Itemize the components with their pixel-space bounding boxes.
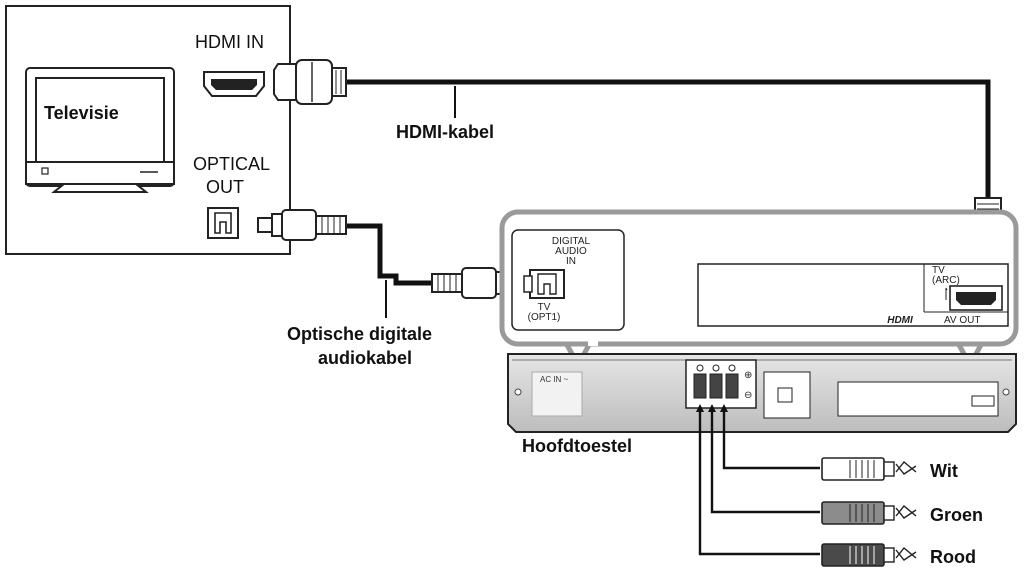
optical-cable-label-2: audiokabel — [318, 348, 412, 368]
enlarged-rear-panel: DIGITAL AUDIO IN TV (OPT1) TV (ARC) HDMI… — [499, 209, 1019, 368]
tv-arc-label-1: TV — [932, 265, 945, 276]
ac-in-label: AC IN ~ — [540, 375, 569, 384]
svg-text:⊖: ⊖ — [744, 390, 752, 401]
optical-cable-label-1: Optische digitale — [287, 324, 432, 344]
speaker-plug-white-icon — [821, 457, 917, 481]
optical-cable: Optische digitale audiokabel — [257, 209, 519, 368]
tv-arc-label-2: (ARC) — [932, 275, 960, 286]
speaker-terminals-icon: ⊕ ⊖ — [685, 359, 757, 409]
hdmi-plug-tv-icon — [273, 59, 347, 105]
tv-opt1-label-1: TV — [538, 302, 551, 313]
hdmi-cable-label: HDMI-kabel — [396, 122, 494, 142]
hdmi-av-out-port-icon — [945, 285, 1003, 311]
main-unit: AC IN ~ ⊕ ⊖ Hoofdtoestel — [507, 353, 1017, 456]
svg-text:⊕: ⊕ — [744, 370, 752, 381]
mini-digital-audio-module — [763, 371, 811, 419]
digital-audio-label-3: IN — [566, 256, 576, 267]
tv-name: Televisie — [44, 103, 119, 123]
digital-audio-in-module — [511, 229, 625, 331]
ac-in-area — [531, 371, 583, 417]
hdmi-in-label: HDMI IN — [195, 32, 264, 52]
optical-out-label-2: OUT — [206, 177, 244, 197]
tv-icon — [25, 67, 175, 193]
optical-in-port-icon — [523, 269, 565, 299]
optical-out-label-1: OPTICAL — [193, 154, 270, 174]
tv-section: Televisie HDMI IN OPTICAL OUT — [5, 5, 291, 255]
digital-audio-label-2: AUDIO — [555, 246, 587, 257]
digital-audio-label-1: DIGITAL — [552, 236, 591, 247]
hdmi-logo: HDMI — [887, 315, 913, 326]
wire-label-red: Rood — [930, 547, 976, 567]
hdmi-cable: HDMI-kabel — [273, 59, 1011, 275]
hdmi-in-port-icon — [203, 71, 265, 97]
wire-label-green: Groen — [930, 505, 983, 525]
av-out-label: AV OUT — [944, 315, 980, 326]
speaker-plug-red-icon — [821, 543, 917, 567]
main-unit-label: Hoofdtoestel — [522, 436, 632, 456]
wire-label-white: Wit — [930, 461, 958, 481]
optical-out-port-icon — [207, 207, 239, 239]
speaker-wires: Wit Groen Rood — [696, 404, 983, 567]
speaker-plug-green-icon — [821, 501, 917, 525]
tv-opt1-label-2: (OPT1) — [528, 312, 561, 323]
optical-plug-tv-icon — [257, 209, 347, 241]
mini-hdmi-module — [837, 381, 999, 417]
